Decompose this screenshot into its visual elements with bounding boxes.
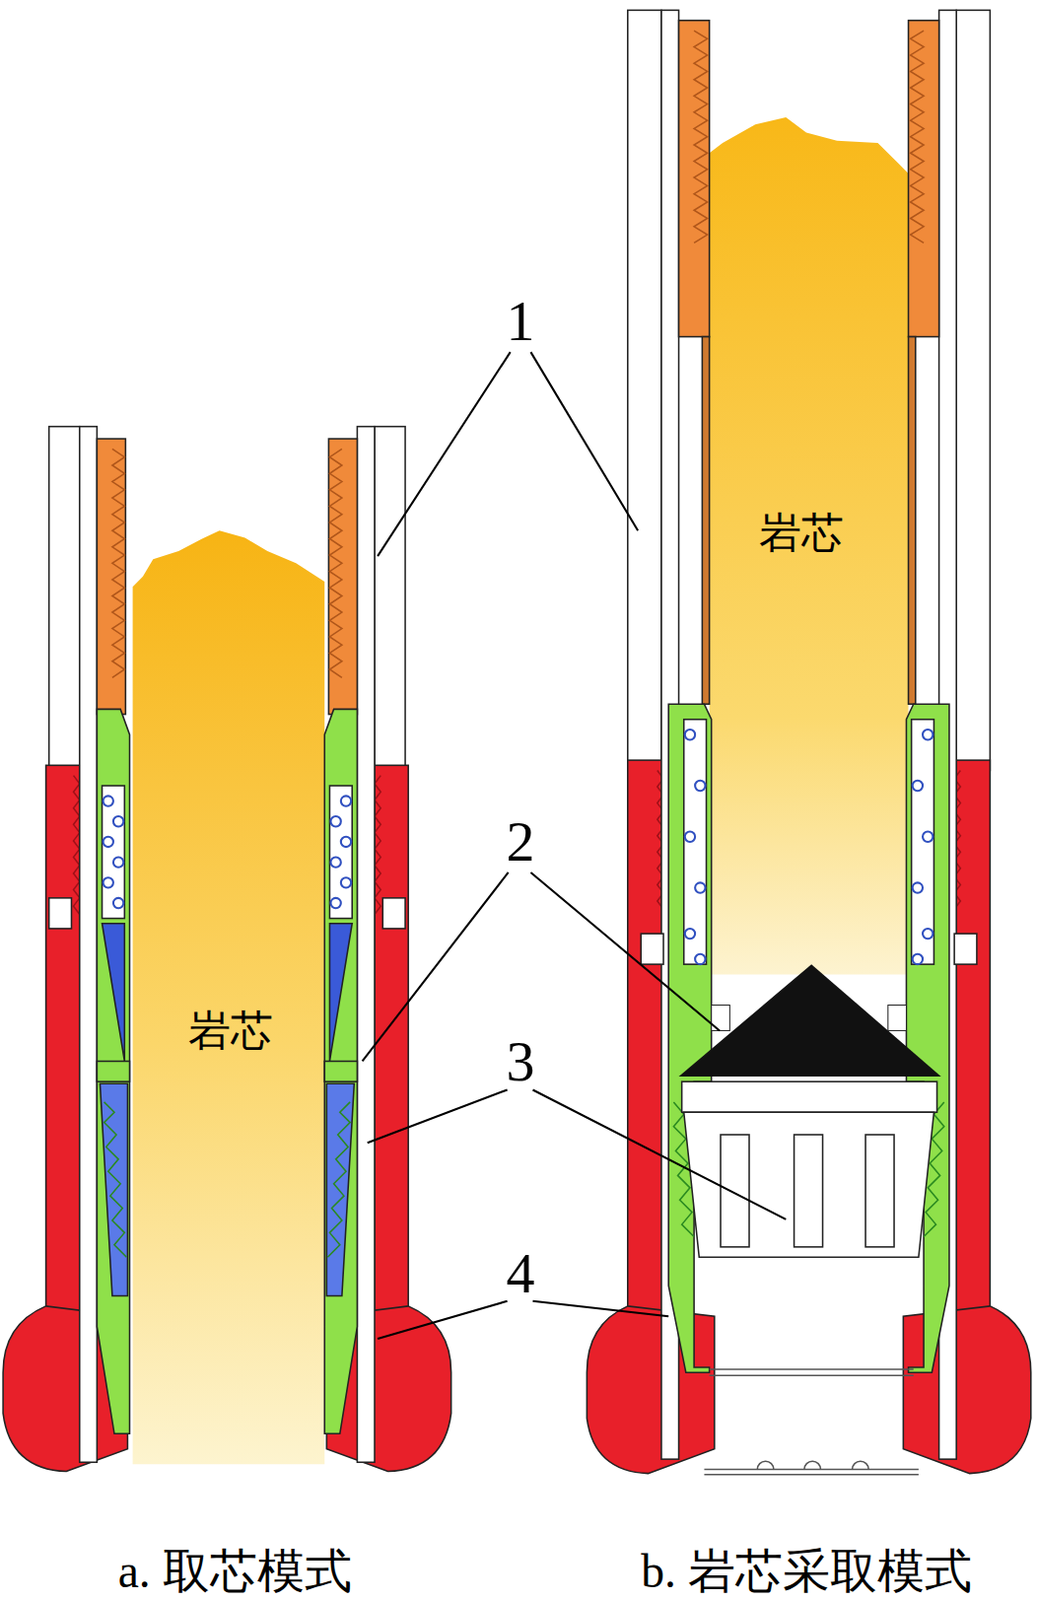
callout-number: 4 <box>506 1244 536 1303</box>
rock-core-label: 岩芯 <box>188 1009 274 1052</box>
rock-core-label: 岩芯 <box>759 511 844 554</box>
subfigure-caption: a. 取芯模式 <box>118 1548 352 1596</box>
callout-number: 2 <box>506 813 536 871</box>
subfigure-caption: b. 岩芯采取模式 <box>640 1548 972 1596</box>
callout-number: 1 <box>506 292 536 350</box>
callout-number: 3 <box>506 1033 536 1091</box>
leader-lines <box>362 351 787 1339</box>
